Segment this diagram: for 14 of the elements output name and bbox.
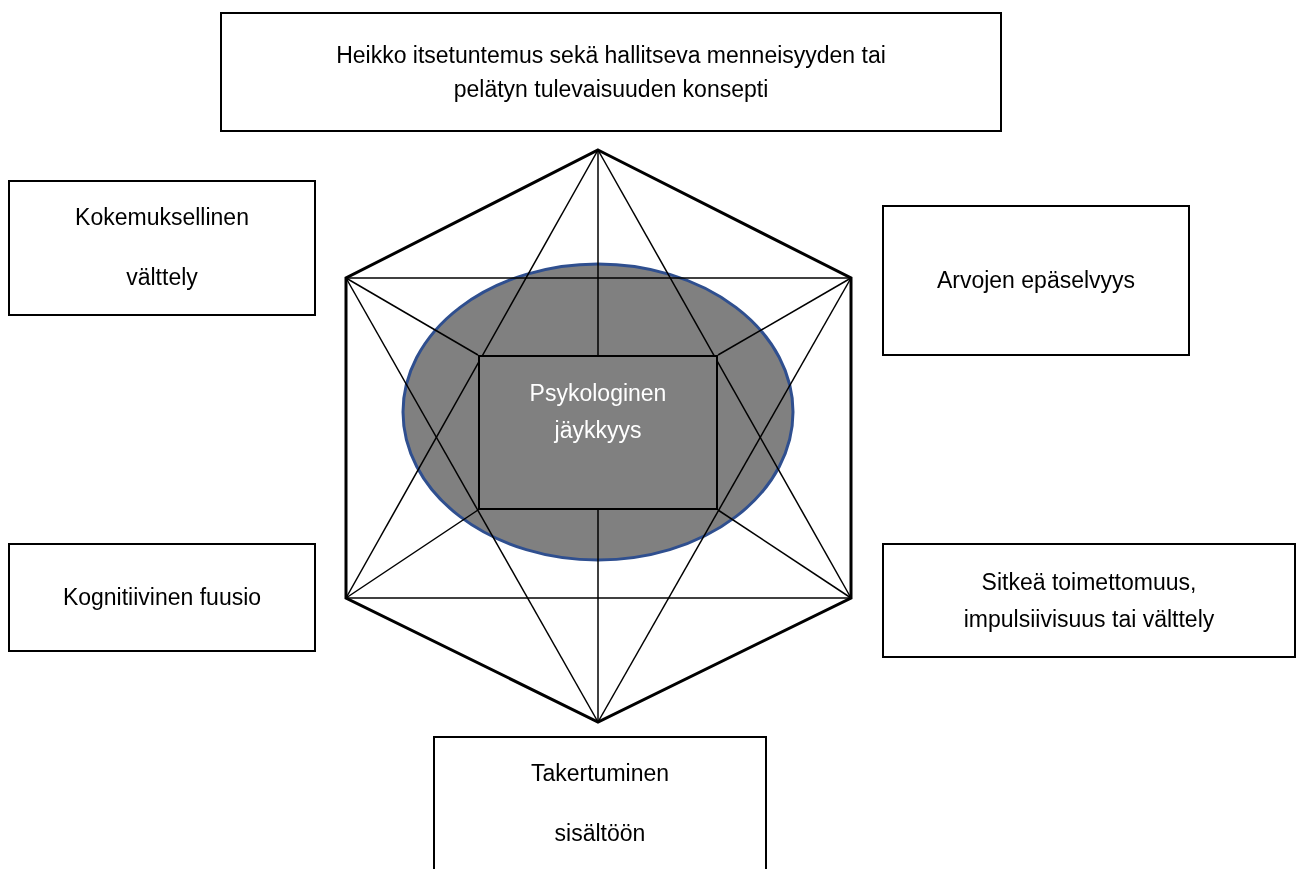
text-box: [882, 205, 1190, 356]
box-text: Psykologinen jäykkyys: [528, 379, 668, 445]
text-box: [433, 736, 767, 869]
box-text: Takertuminen sisältöön: [529, 758, 671, 848]
box-text: Kognitiivinen fuusio: [62, 583, 262, 613]
text-box: [220, 12, 1002, 132]
text-box: [8, 180, 316, 316]
center-box: [478, 355, 718, 510]
box-text: Kokemuksellinen välttely: [74, 203, 250, 292]
text-box: [8, 543, 316, 652]
box-text: Heikko itsetuntemus sekä hallitseva menneisyyden tai pelätyn tulevaisuuden konsepti: [335, 40, 887, 104]
box-text: Sitkeä toimettomuus, impulsiivisuus tai välttely: [962, 567, 1216, 634]
box-text: Arvojen epäselvyys: [936, 265, 1136, 295]
text-box: [882, 543, 1296, 658]
